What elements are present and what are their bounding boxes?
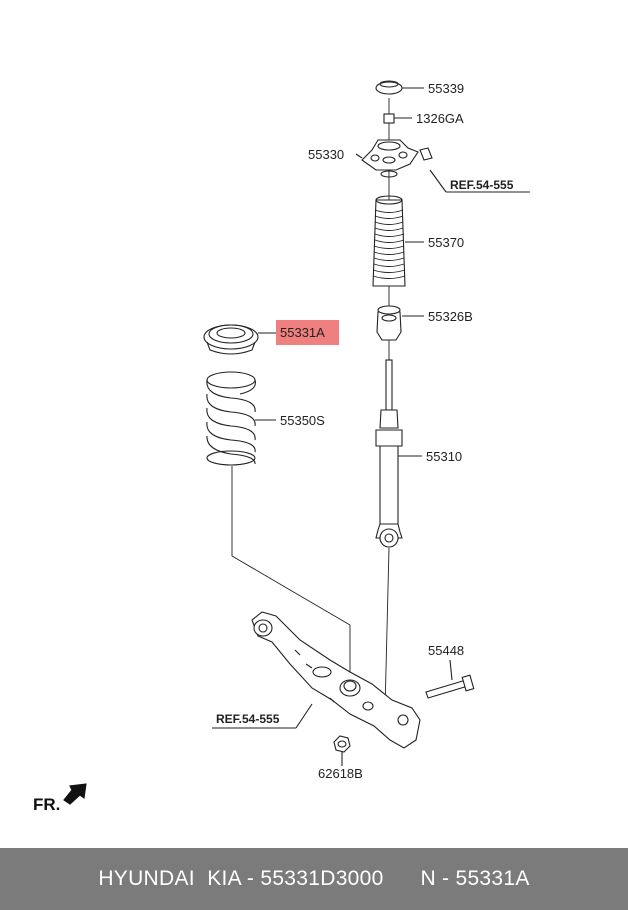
label-55310: 55310 [426,449,462,464]
label-55370: 55370 [428,235,464,250]
bolt-55448 [425,659,475,699]
shock-absorber-55310 [375,359,422,711]
label-1326GA: 1326GA [416,111,464,126]
label-55339: 55339 [428,81,464,96]
footer-bar: HYUNDAI KIA - 55331D3000 N - 55331A [0,848,628,910]
coil-spring-55350S [206,371,351,684]
label-55350S: 55350S [280,413,325,428]
top-washer-55339 [375,80,424,95]
footer-brand: HYUNDAI KIA - 55331D3000 [98,867,384,890]
footer-spacer [384,867,421,891]
bump-stopper-55326B [376,305,424,341]
ref-top: REF.54-555 [450,178,514,192]
dust-boot-55370 [372,195,424,287]
label-62618B: 62618B [318,766,363,781]
front-arrow-icon [63,783,87,805]
nut-1326GA [383,113,412,124]
lower-control-arm [212,611,421,749]
mount-bolt [419,147,530,193]
label-55331A: 55331A [280,325,325,340]
highlight-box [276,320,339,345]
direction-label: FR. [33,795,60,814]
nut-62618B [333,735,351,766]
ref-bottom: REF.54-555 [216,712,280,726]
label-55330: 55330 [308,147,344,162]
spring-pad-55331A [203,324,276,355]
parts-diagram: 55339 1326GA 55330 REF.54-555 55370 5532… [33,80,530,814]
label-55326B: 55326B [428,309,473,324]
footer-part-number: N - 55331A [420,867,530,890]
strut-mount-55330 [355,139,419,178]
label-55448: 55448 [428,643,464,658]
